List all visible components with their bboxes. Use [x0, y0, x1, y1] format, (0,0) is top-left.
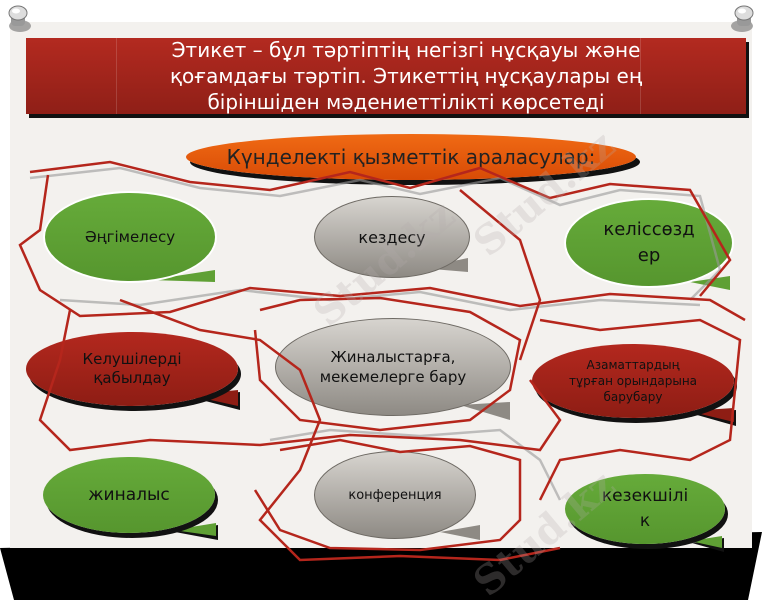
title-text: Этикет – бұл тәртіптің негізгі нұсқауы ж… — [169, 38, 643, 114]
bubble-kelushilerdi: Келушілерді қабылдау — [26, 332, 238, 406]
bubble-label: Әңгімелесу — [84, 228, 176, 246]
pushpin-icon — [731, 5, 754, 32]
bubble-label: жиналыс — [88, 485, 170, 505]
title-banner — [26, 38, 746, 114]
bubble-label: Келушілерді қабылдау — [82, 350, 182, 387]
banner-divider — [640, 38, 641, 114]
banner-divider — [116, 38, 117, 114]
bubble-konferentsiya: конференция — [314, 451, 476, 539]
bubble-label: келіссөзд ер — [603, 219, 695, 266]
bubble-label: конференция — [348, 487, 442, 503]
bubble-kelissozder: келіссөзд ер — [566, 200, 732, 286]
bubble-label: Жиналыстарға, мекемелерге бару — [319, 348, 467, 386]
bubble-angimelesu: Әңгімелесу — [45, 193, 215, 281]
bubble-zhinalystarga: Жиналыстарға, мекемелерге бару — [275, 318, 511, 416]
bubble-label: Азаматтардың тұрған орындарына барубару — [568, 358, 698, 404]
pushpin-icon — [8, 5, 31, 32]
bubble-zhinalys: жиналыс — [43, 457, 215, 533]
bubble-azamattardyn: Азаматтардың тұрған орындарына барубару — [532, 344, 734, 418]
